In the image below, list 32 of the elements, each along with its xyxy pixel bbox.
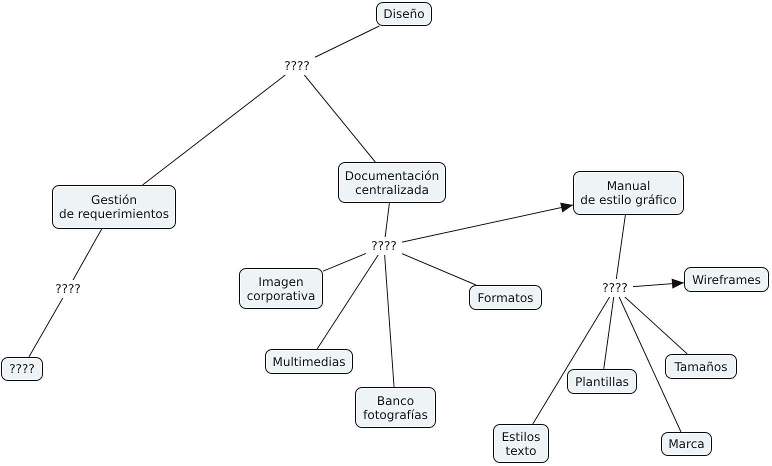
connector-line xyxy=(616,214,626,280)
connector-line xyxy=(532,296,610,424)
concept-box: Documentación centralizada xyxy=(338,162,446,203)
connector-line xyxy=(72,228,102,280)
concept-box: Marca xyxy=(661,432,712,456)
concept-box: Diseño xyxy=(376,2,432,26)
concept-box: Plantillas xyxy=(567,369,637,394)
concept-box: Formatos xyxy=(469,285,542,310)
arrow xyxy=(632,278,684,289)
concept-box: ???? xyxy=(1,357,43,381)
concept-box: Banco fotografías xyxy=(355,387,436,428)
concept-box: Gestión de requerimientos xyxy=(52,185,176,229)
connector-line xyxy=(402,253,476,286)
connector-line xyxy=(384,254,395,388)
connector-line xyxy=(384,202,390,238)
connector-line xyxy=(28,298,64,358)
arrow xyxy=(402,202,574,243)
connector-line xyxy=(603,296,614,370)
linking-phrase: ???? xyxy=(366,237,402,255)
connector-line xyxy=(314,26,380,58)
concept-box: Multimedias xyxy=(265,349,353,374)
connector-line xyxy=(624,296,688,354)
connector-line xyxy=(618,296,682,432)
concept-box: Imagen corporativa xyxy=(239,268,323,309)
connector-line xyxy=(316,254,379,350)
concept-box: Tamaños xyxy=(665,354,737,379)
concept-box: Estilos texto xyxy=(493,424,549,463)
concept-box: Wireframes xyxy=(684,267,769,292)
connector-line xyxy=(304,74,376,162)
concept-box: Manual de estilo gráfico xyxy=(573,171,684,215)
connector-line xyxy=(142,74,286,186)
connector-line xyxy=(322,252,366,272)
